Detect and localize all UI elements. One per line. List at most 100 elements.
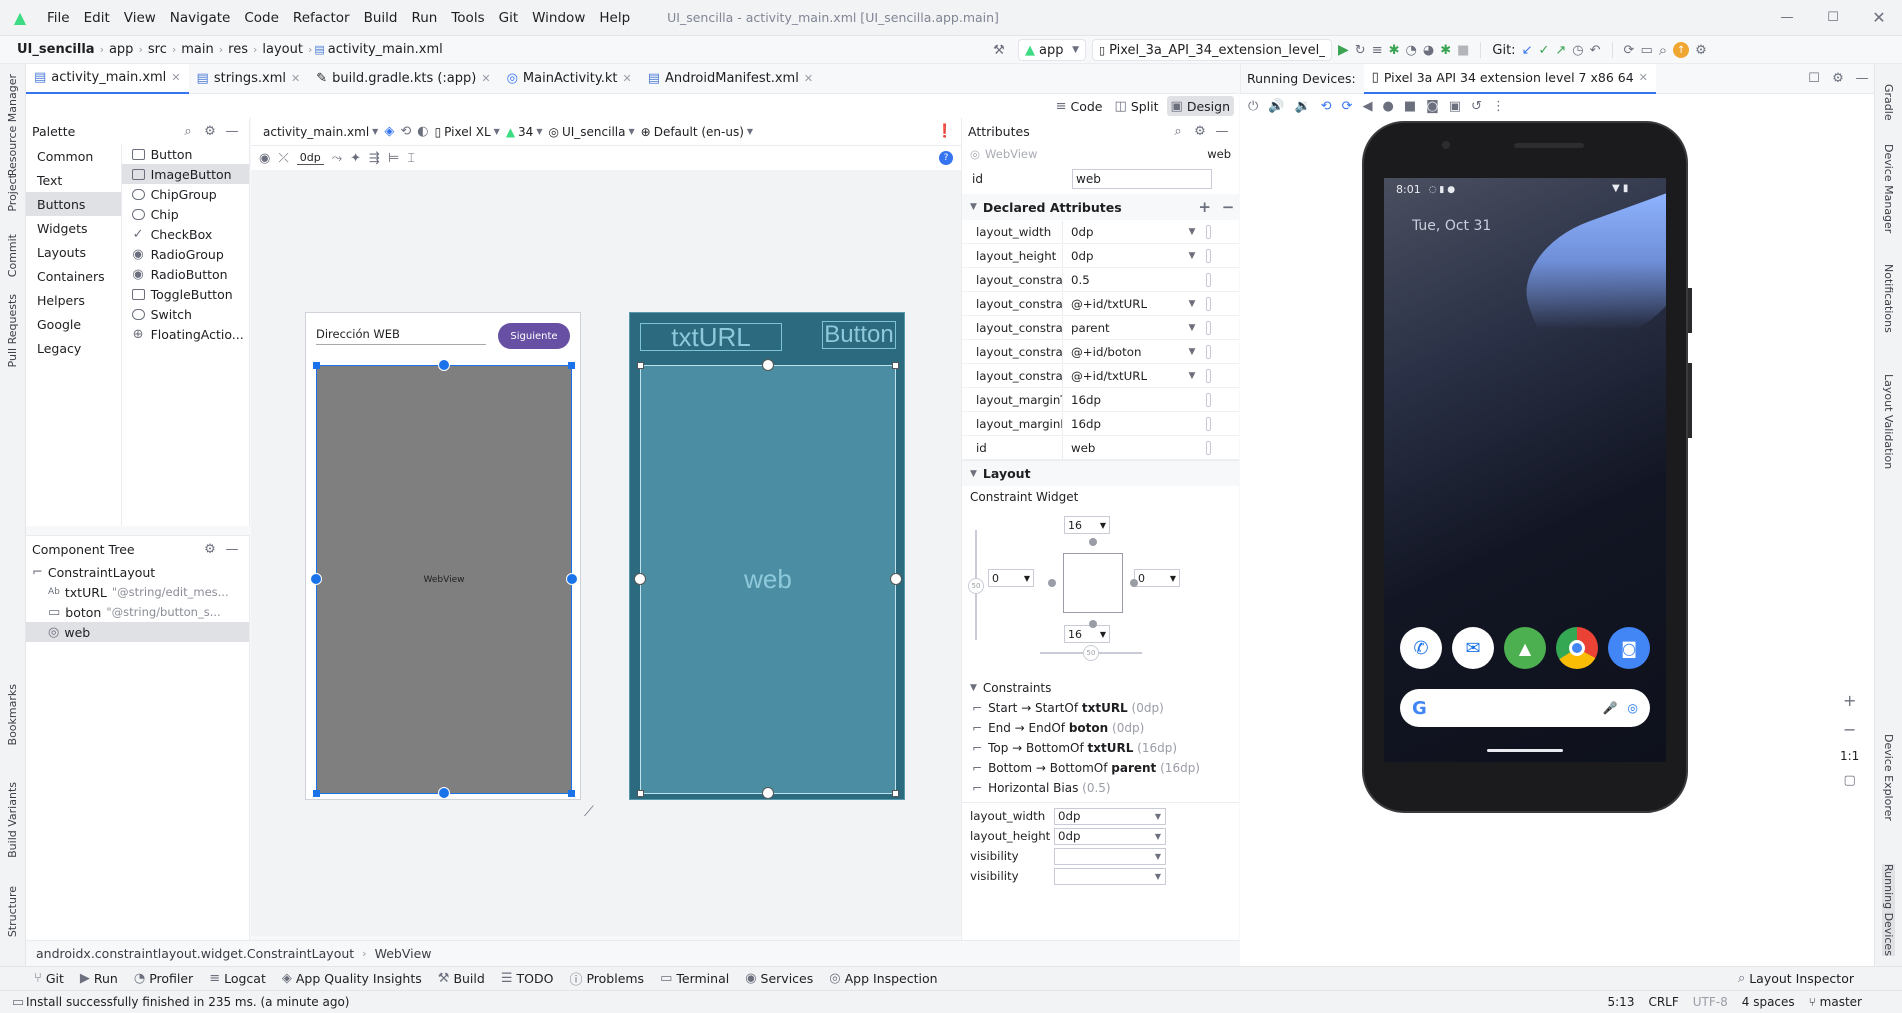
resource-picker-icon[interactable] <box>1206 392 1211 407</box>
toolwin-todo[interactable]: ☰TODO <box>493 967 562 990</box>
left-anchor-handle[interactable] <box>310 573 322 585</box>
layout-section[interactable]: ▼Layout <box>962 460 1239 486</box>
zoom-out-icon[interactable]: − <box>1842 720 1857 739</box>
google-search-bar[interactable]: G 🎤 ◎ <box>1400 689 1650 727</box>
palette-category-legacy[interactable]: Legacy <box>37 340 82 356</box>
menu-view[interactable]: View <box>123 9 156 26</box>
palette-category-google[interactable]: Google <box>37 316 82 332</box>
menu-git[interactable]: Git <box>498 9 519 26</box>
blueprint-button[interactable]: Button <box>822 321 896 349</box>
palette-item-chipgroup[interactable]: ChipGroup <box>122 184 249 204</box>
toolwin-app-inspection[interactable]: ◎App Inspection <box>821 967 945 990</box>
palette-item-radiogroup[interactable]: ◉RadioGroup <box>122 244 249 264</box>
left-constraint-dot[interactable] <box>1048 579 1056 587</box>
autoconnect-icon[interactable]: ⤫ <box>278 150 289 166</box>
menu-build[interactable]: Build <box>363 9 398 26</box>
hide-icon[interactable]: — <box>225 541 239 557</box>
orientation-icon[interactable]: ⟲ <box>400 124 412 139</box>
resize-surface-icon[interactable]: ⟋ <box>584 804 594 820</box>
design-url-input[interactable]: Dirección WEB <box>316 327 486 345</box>
strip-build-variants[interactable]: Build Variants <box>6 782 19 858</box>
baseline-icon[interactable]: ⌶ <box>407 150 416 166</box>
resize-handle[interactable] <box>637 790 644 797</box>
palette-category-common[interactable]: Common <box>37 148 94 164</box>
chrome-app-icon[interactable] <box>1556 627 1598 669</box>
messages-app-icon[interactable]: ✉ <box>1452 627 1494 669</box>
minimize-icon[interactable]: — <box>1780 10 1794 25</box>
line-separator[interactable]: CRLF <box>1648 995 1679 1009</box>
crumb-file[interactable]: activity_main.xml <box>327 42 443 57</box>
attribute-value[interactable]: @+id/txtURL <box>1062 292 1182 315</box>
search-icon[interactable]: ⌕ <box>184 123 192 139</box>
apply-changes-icon[interactable]: ≡ <box>1371 42 1383 58</box>
git-rollback-icon[interactable]: ↶ <box>1589 42 1601 58</box>
rerun-icon[interactable]: ↻ <box>1354 42 1366 58</box>
clear-constraints-icon[interactable]: ⤳ <box>331 150 343 166</box>
profile-icon[interactable]: ◔ <box>1405 42 1417 58</box>
right-anchor-handle[interactable] <box>566 573 578 585</box>
git-history-icon[interactable]: ◷ <box>1572 42 1584 58</box>
maximize-icon[interactable]: ☐ <box>1827 10 1839 25</box>
volume-down-icon[interactable]: 🔉 <box>1294 98 1311 114</box>
resource-picker-icon[interactable] <box>1206 224 1211 239</box>
attribute-select[interactable]: 0dp▼ <box>1054 827 1166 845</box>
crumb-project[interactable]: UI_sencilla <box>17 42 95 57</box>
strip-running-devices[interactable]: Running Devices <box>1882 864 1895 956</box>
rotate-left-icon[interactable]: ⟲ <box>1320 98 1332 114</box>
menu-run[interactable]: Run <box>411 9 438 26</box>
file-encoding[interactable]: UTF-8 <box>1692 995 1728 1009</box>
chevron-down-icon[interactable]: ▼ <box>1188 250 1196 261</box>
resize-handle[interactable] <box>313 362 320 369</box>
id-input[interactable]: web <box>1072 169 1212 189</box>
attribute-value[interactable]: parent <box>1062 316 1182 339</box>
palette-item-togglebutton[interactable]: ToggleButton <box>122 284 249 304</box>
lens-icon[interactable]: ◎ <box>1627 701 1638 715</box>
attribute-value[interactable]: 16dp <box>1062 388 1182 411</box>
night-mode-icon[interactable]: ◐ <box>417 124 429 139</box>
toolwin-terminal[interactable]: ▭Terminal <box>652 967 737 990</box>
top-anchor-handle[interactable] <box>438 359 450 371</box>
phone-screen[interactable]: 8:01 ◌ ▮ ● ▼ ▮ Tue, Oct 31 ✆ ✉ ▲ ◙ G 🎤 ◎ <box>1384 178 1666 762</box>
panel-settings-icon[interactable]: ⚙ <box>1832 71 1844 86</box>
constraints-header[interactable]: ▼Constraints <box>970 681 1052 695</box>
resize-handle[interactable] <box>892 362 899 369</box>
palette-item-imagebutton[interactable]: ImageButton <box>121 164 249 184</box>
strip-commit[interactable]: Commit <box>6 234 19 278</box>
constraint-item[interactable]: ⌐Top → BottomOf txtURL (16dp) <box>962 738 1239 758</box>
toolwin-profiler[interactable]: ◔Profiler <box>126 967 201 990</box>
indent-setting[interactable]: 4 spaces <box>1741 995 1795 1009</box>
design-siguiente-button[interactable]: Siguiente <box>498 323 570 349</box>
attribute-value[interactable]: 0.5 <box>1062 268 1182 291</box>
gear-icon[interactable]: ⚙ <box>204 541 216 557</box>
menu-code[interactable]: Code <box>244 9 279 26</box>
record-icon[interactable]: ▣ <box>1448 98 1462 114</box>
gear-icon[interactable]: ⚙ <box>204 123 216 139</box>
search-everywhere-icon[interactable]: ⌕ <box>1658 41 1668 59</box>
crumb-main[interactable]: main <box>181 42 214 57</box>
chevron-down-icon[interactable]: ▼ <box>1188 226 1196 237</box>
menu-tools[interactable]: Tools <box>451 9 485 26</box>
resource-picker-icon[interactable] <box>1206 296 1211 311</box>
menu-window[interactable]: Window <box>532 9 586 26</box>
toolwin-run[interactable]: ▶Run <box>72 967 126 990</box>
palette-category-buttons[interactable]: Buttons <box>26 192 121 216</box>
attribute-select[interactable]: ▼ <box>1054 847 1166 865</box>
design-mode-button[interactable]: ▣Design <box>1166 96 1234 116</box>
warning-icon[interactable]: ❗ <box>936 124 953 139</box>
split-mode-button[interactable]: ◫Split <box>1111 99 1163 114</box>
design-webview[interactable]: WebView <box>316 365 572 794</box>
resource-picker-icon[interactable] <box>1206 416 1211 431</box>
tab-main-activity[interactable]: ◎MainActivity.kt✕ <box>499 64 640 94</box>
attribute-value[interactable]: 16dp <box>1062 412 1182 435</box>
palette-item-fab[interactable]: ⊕FloatingActio... <box>122 324 249 344</box>
default-margin-field[interactable]: 0dp <box>296 151 324 165</box>
attribute-value[interactable]: web <box>1062 436 1182 459</box>
palette-item-radiobutton[interactable]: ◉RadioButton <box>122 264 249 284</box>
api-select[interactable]: ▲34▼ <box>505 124 543 139</box>
sync-gradle-icon[interactable]: ⟳ <box>1623 42 1635 58</box>
toolwin-build[interactable]: ⚒Build <box>430 967 493 990</box>
close-tab-icon[interactable]: ✕ <box>481 72 491 85</box>
breadcrumb-constraintlayout[interactable]: androidx.constraintlayout.widget.Constra… <box>36 946 355 961</box>
constraint-item[interactable]: ⌐Horizontal Bias (0.5) <box>962 778 1239 798</box>
